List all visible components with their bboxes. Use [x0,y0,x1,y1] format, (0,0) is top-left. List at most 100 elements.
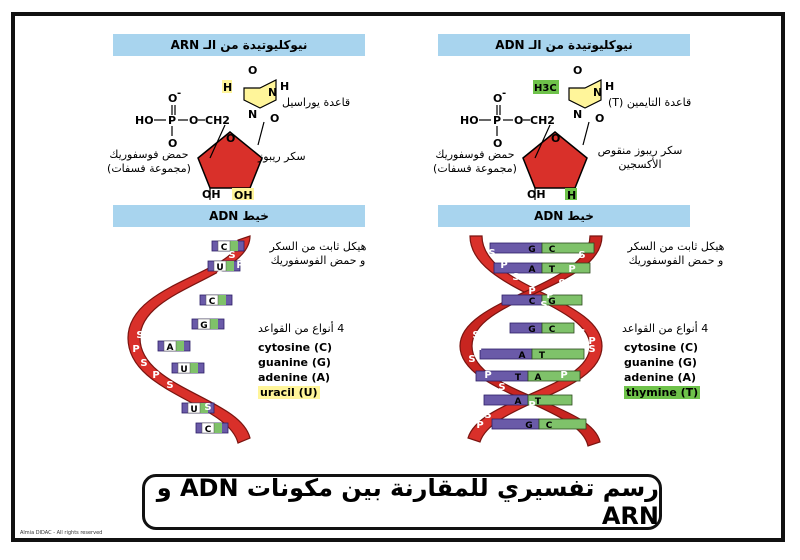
rna-phosphate-label-line1: حمض فوسفوريك [109,148,189,161]
atom-h3c: H3C [534,83,557,94]
dna-sugar-letter: S [472,330,479,341]
atom-o-link: O [189,114,198,127]
atom-n-ring: N [248,108,257,121]
dna-base-item: cytosine (C) [624,341,699,354]
rna-base-rung: C [195,422,229,435]
rna-base-stripe [198,403,208,413]
rna-base-stripe [212,423,222,433]
dna-phosphate-letter: P [568,264,575,275]
atom-o-bottom: O [493,137,502,150]
rna-base-rung: U [181,402,215,415]
copyright-note: Almia DIDAC - All rights reserved [20,530,103,536]
dna-phosphate-letter: P [528,286,535,297]
rna-base-rung: A [157,340,191,353]
dna-base-letter-left: G [528,325,535,335]
dna-base-letter-left: A [519,351,526,361]
dna-backbone-label: هيكل ثابت من السكر و حمض الفوسفوريك [616,240,736,268]
dna-backbone-label-line1: هيكل ثابت من السكر [627,240,725,253]
atom-oh2: OH [234,189,253,200]
atom-o-sugar: O [226,132,235,145]
dna-base-letter-left: A [515,397,522,407]
dna-base-bar-right [541,322,575,334]
rna-sugar-letter: S [166,380,173,391]
dna-sugar-letter: S [578,250,585,261]
rna-phosphate-letter: P [132,344,139,355]
atom-o-minus: - [177,88,181,99]
dna-base-bar-right [531,348,585,360]
rna-phosphate-letter: P [178,298,185,309]
dna-phosphate-letter: P [476,420,483,431]
dna-base-letter-left: G [528,245,535,255]
atom-p: P [168,114,176,127]
rna-sugar-letter: S [204,402,211,413]
rna-base-stripe [216,295,226,305]
rna-backbone-label-line1: هيكل ثابت من السكر [269,240,367,253]
rna-base-letter: U [216,263,223,273]
dna-sugar-letter: S [498,382,505,393]
rna-backbone-label: هيكل ثابت من السكر و حمض الفوسفوريك [258,240,378,268]
rna-base-item: cytosine (C) [258,341,333,354]
atom-h-n: H [280,80,289,93]
dna-sugar-letter: S [540,300,547,311]
dna-base-item: adenine (A) [624,371,697,384]
dna-sugar-letter: S [484,410,491,421]
rna-base-letter-box [217,240,231,252]
rna-base-rung: U [207,260,241,273]
rna-base-letter: A [167,343,174,353]
rna-nucleotide-diagram: O - HO P O CH2 O O OH OH H O N H O N [135,64,289,200]
dna-base-letter-right: C [546,421,553,431]
rna-phosphate-label-line2: (مجموعة فسفات) [107,162,191,175]
rna-base-rung: C [199,294,233,307]
dna-base-item: guanine (G) [624,356,697,369]
dna-base-bar-right [538,418,587,430]
dna-base-bar-left [509,322,543,334]
dna-phosphate-letter: P [528,400,535,411]
dna-bases-list: cytosine (C) guanine (G) adenine (A) thy… [624,340,701,400]
dna-phosphate-letter: P [588,336,595,347]
rna-sugar-letter: S [190,290,197,301]
dna-strand-header: خيط ADN [438,205,690,227]
rna-base-stripe [174,341,184,351]
rna-base-item: adenine (A) [258,371,331,384]
atom-o-top: O [168,92,177,105]
dna-sugar-label-line2: الأكسجين [618,158,662,171]
dna-base-letter-right: G [548,297,555,307]
rna-base-letter: C [205,425,212,435]
rna-base-letter-box [187,402,201,414]
rna-sugar-letter: S [228,250,235,261]
dna-base-bar-right [527,394,573,406]
rna-phosphate-letter: P [236,260,243,271]
dna-base-letter-left: T [515,373,522,383]
dna-base-bar-right [541,242,595,254]
dna-phosphate-label-line2: (مجموعة فسفات) [433,162,517,175]
atom-o-ring1: O [248,64,257,77]
rna-sugar-label: سكر ريبوز [258,150,306,163]
atom-o-sugar: O [551,132,560,145]
atom-h-ring: H [223,81,232,94]
atom-o-bottom: O [168,137,177,150]
dna-nucleotide-header: نيوكليوتيدة من الـ ADN [438,34,690,56]
dna-base-label: قاعدة التايمين (T) [608,96,692,109]
atom-ho: HO [135,114,154,127]
rna-sugar-letter: S [216,270,223,281]
rna-nucleotide-header: نيوكليوتيدة من الـ ARN [113,34,365,56]
atom-ch2: CH2 [205,114,230,127]
dna-base-letter-right: T [535,397,542,407]
rna-phosphate-letter: P [152,370,159,381]
dna-sugar-letter: S [588,344,595,355]
rna-sugar-letter: S [166,306,173,317]
rna-base-letter-box [201,422,215,434]
atom-h-n: H [605,80,614,93]
rna-base-letter-box [197,318,211,330]
atom-o-ring1: O [573,64,582,77]
rna-base-item-highlight: uracil (U) [258,386,320,399]
rna-base-letter: G [200,321,207,331]
atom-oh1: OH [202,188,221,200]
rna-sugar-letter: S [136,330,143,341]
